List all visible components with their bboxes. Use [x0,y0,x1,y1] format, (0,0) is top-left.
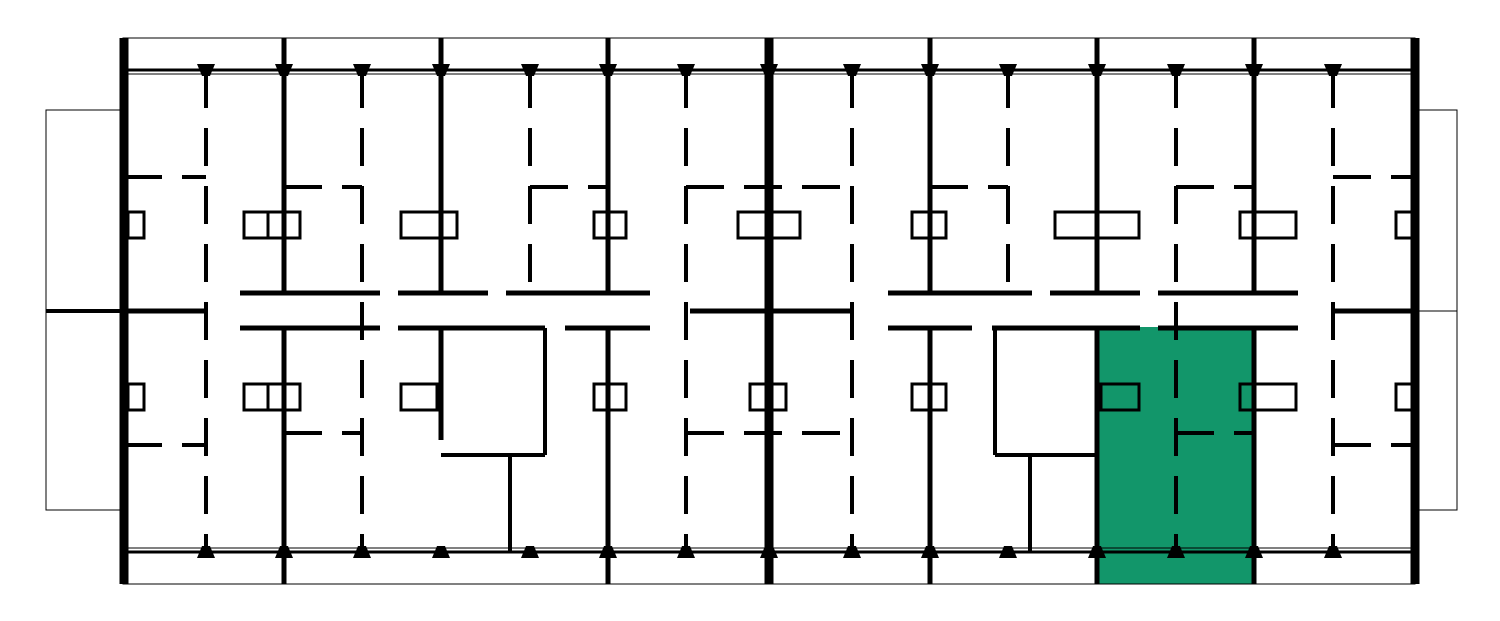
room-dividers [124,175,1415,552]
column-bottom-1 [275,546,293,558]
column-top-14 [1324,64,1342,76]
column-top-11 [1088,64,1106,76]
structural-columns [197,64,1342,558]
column-bottom-10 [999,546,1017,558]
column-top-6 [677,64,695,76]
column-top-5 [599,64,617,76]
column-top-2 [353,64,371,76]
column-top-0 [197,64,215,76]
column-top-9 [921,64,939,76]
column-bottom-12 [1167,546,1185,558]
column-bottom-3 [432,546,450,558]
column-bottom-13 [1245,546,1263,558]
column-top-12 [1167,64,1185,76]
column-bottom-6 [677,546,695,558]
interior-partitions [204,70,1335,552]
column-top-4 [521,64,539,76]
column-bottom-5 [599,546,617,558]
column-bottom-2 [353,546,371,558]
column-top-3 [432,64,450,76]
bathrooms [126,210,1414,412]
column-bottom-14 [1324,546,1342,558]
party-walls [281,38,1257,584]
column-top-13 [1245,64,1263,76]
column-bottom-7 [760,546,778,558]
column-bottom-8 [843,546,861,558]
column-top-8 [843,64,861,76]
column-top-7 [760,64,778,76]
column-bottom-9 [921,546,939,558]
column-bottom-4 [521,546,539,558]
column-bottom-0 [197,546,215,558]
column-bottom-11 [1088,546,1106,558]
column-top-1 [275,64,293,76]
column-top-10 [999,64,1017,76]
